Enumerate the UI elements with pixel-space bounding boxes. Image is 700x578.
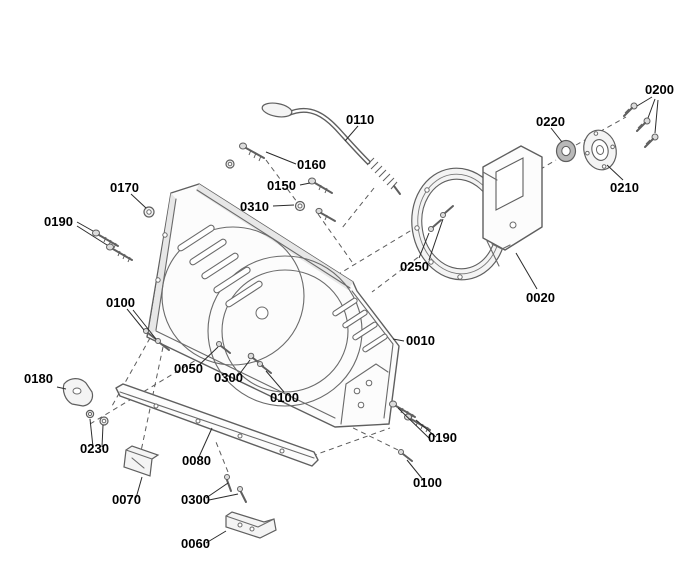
scraper-bar-drawing — [115, 383, 319, 467]
handle-grip — [261, 102, 293, 118]
skid-shoe-left-drawing — [123, 445, 160, 477]
part-label-0110: 0110 — [346, 112, 374, 127]
washer-nut-0230 — [85, 409, 109, 426]
bracket-0180-drawing — [62, 378, 109, 426]
fastener-cluster-drawing — [225, 142, 336, 222]
ring-hardware-screws — [428, 205, 454, 232]
part-label-0300-bottom: 0300 — [181, 492, 210, 507]
part-label-0200: 0200 — [645, 82, 674, 97]
handle-spring — [366, 157, 401, 195]
screws-0300-bottom-drawing — [224, 474, 247, 503]
hub-hole — [255, 306, 269, 320]
handle-rod-drawing — [261, 102, 401, 195]
part-label-0080: 0080 — [182, 453, 211, 468]
vent-slots-right — [332, 297, 388, 353]
part-label-0310: 0310 — [240, 199, 269, 214]
screw-0100-bottom-drawing — [398, 449, 413, 462]
part-label-0100-center: 0100 — [270, 390, 299, 405]
part-label-0150: 0150 — [267, 178, 296, 193]
center-fasteners-drawing — [216, 341, 272, 374]
callout-labels: 0110 0200 0220 0210 0160 0150 0310 0170 … — [24, 82, 674, 551]
flange-nut-drawing — [143, 206, 155, 218]
part-label-0190-right: 0190 — [428, 430, 457, 445]
part-label-0170: 0170 — [110, 180, 139, 195]
skid-shoe-bottom-drawing — [225, 511, 277, 539]
corner-mount-plate — [340, 363, 389, 425]
callout-leader-lines — [56, 96, 659, 544]
part-label-0250: 0250 — [400, 259, 429, 274]
part-label-0050: 0050 — [174, 361, 203, 376]
part-label-0020: 0020 — [526, 290, 555, 305]
bolts-0190-left-drawing — [92, 229, 133, 263]
part-label-0070: 0070 — [112, 492, 141, 507]
part-label-0190-left: 0190 — [44, 214, 73, 229]
part-label-0160: 0160 — [297, 157, 326, 172]
part-label-0220: 0220 — [536, 114, 565, 129]
part-label-0230: 0230 — [80, 441, 109, 456]
part-label-0100-left: 0100 — [106, 295, 135, 310]
rear-housing-drawing — [411, 145, 543, 281]
part-label-0300-center: 0300 — [214, 370, 243, 385]
part-label-0060: 0060 — [181, 536, 210, 551]
screws-0200-drawing — [623, 102, 659, 148]
housing-scroll — [161, 226, 305, 366]
auger-housing-drawing — [146, 183, 400, 428]
part-label-0180: 0180 — [24, 371, 53, 386]
part-label-0100-bottom: 0100 — [413, 475, 442, 490]
part-label-0210: 0210 — [610, 180, 639, 195]
bearing-drawing — [555, 139, 577, 163]
vent-slots-left — [177, 224, 263, 308]
chute-opening — [495, 157, 524, 211]
part-label-0010: 0010 — [406, 333, 435, 348]
bearing-flange-drawing — [583, 129, 617, 171]
